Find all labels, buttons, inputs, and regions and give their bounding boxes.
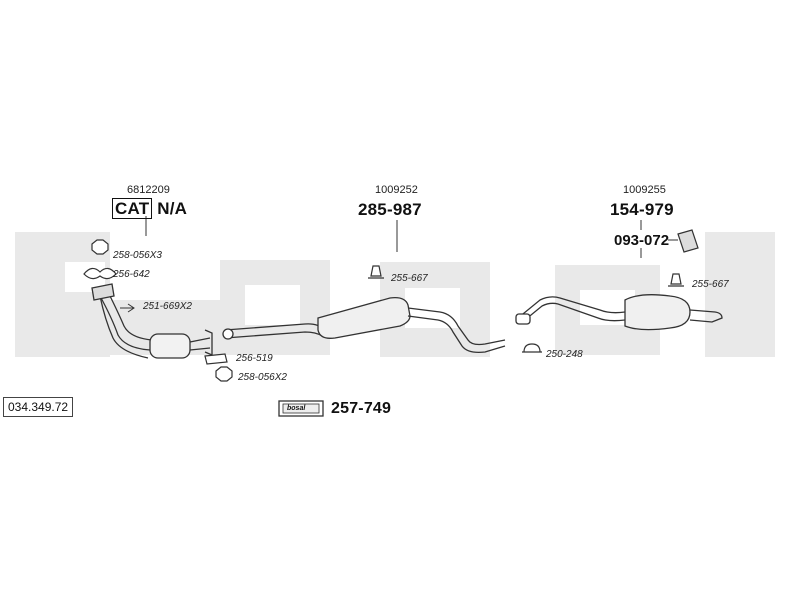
rear-part-number: 154-979 bbox=[610, 200, 674, 219]
gasket-icon bbox=[83, 267, 117, 280]
middle-oe-number: 1009252 bbox=[375, 184, 418, 196]
rear-sub-part-number: 093-072 bbox=[614, 232, 670, 249]
rear-oe-number: 1009255 bbox=[623, 184, 666, 196]
label-gasket: 256-642 bbox=[113, 269, 150, 280]
label-gasket-2: 256-519 bbox=[236, 353, 273, 364]
label-hanger: 255-667 bbox=[391, 273, 428, 284]
cat-badge: CAT bbox=[112, 198, 153, 219]
middle-part-number: 285-987 bbox=[358, 200, 422, 219]
kit-brand: bosal bbox=[287, 405, 306, 412]
hanger-icon-2 bbox=[668, 273, 684, 287]
cat-oe-number: 6812209 bbox=[127, 184, 170, 196]
nut-icon-2 bbox=[215, 366, 233, 382]
watermark-bosal bbox=[15, 232, 775, 357]
label-bolt: 251-669X2 bbox=[143, 301, 192, 312]
gasket-icon-2 bbox=[204, 353, 228, 365]
nut-icon bbox=[91, 239, 109, 255]
reference-code: 034.349.72 bbox=[3, 397, 74, 417]
heat-shield-icon bbox=[677, 229, 699, 253]
kit-number: 257-749 bbox=[331, 400, 392, 417]
label-clamp: 250-248 bbox=[546, 349, 583, 360]
hanger-icon bbox=[368, 265, 384, 279]
label-nut-2: 258-056X2 bbox=[238, 372, 287, 383]
label-hanger-2: 255-667 bbox=[692, 279, 729, 290]
cat-na: N/A bbox=[157, 199, 188, 218]
cat-label: CAT N/A bbox=[112, 198, 188, 219]
label-nut: 258-056X3 bbox=[113, 250, 162, 261]
bosal-kit-box-icon bbox=[278, 400, 324, 417]
clamp-icon bbox=[522, 343, 542, 353]
